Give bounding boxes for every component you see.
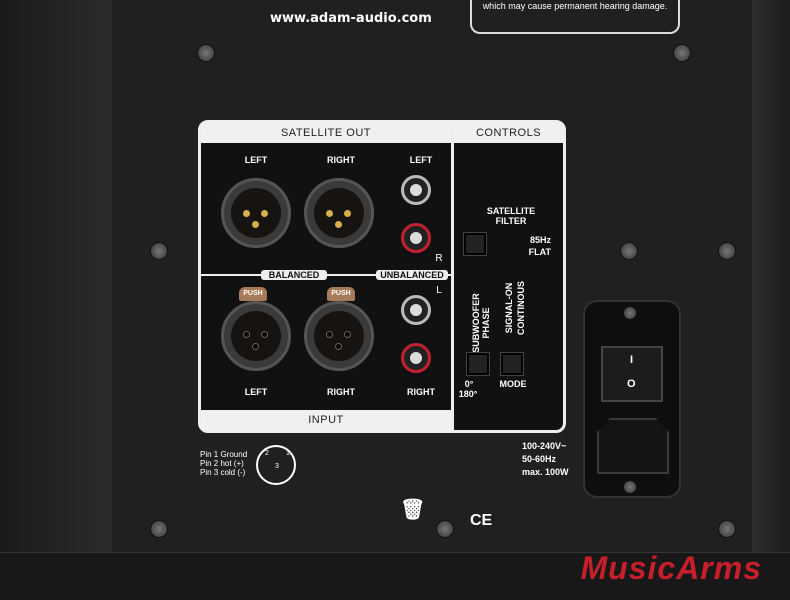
weee-bin-icon: 🗑 [400,499,426,521]
warning-label: which may cause permanent hearing damage… [470,0,680,34]
unbalanced-label: UNBALANCED [376,270,448,280]
iec-power-socket[interactable] [597,418,669,474]
controls-header: CONTROLS [454,123,563,143]
label-right: RIGHT [407,387,435,397]
label-l: L [436,285,442,296]
ce-mark: CE [470,512,493,529]
rca-input-right[interactable] [401,343,431,373]
screw-icon [718,242,736,260]
screw-icon [673,44,691,62]
divider [451,123,454,433]
xlr-male-output-right[interactable] [304,178,374,248]
pin1-text: Pin 1 Ground [200,450,248,459]
pin-number: 2 [265,450,269,457]
filter-flat-label: FLAT [528,247,551,257]
pin2-text: Pin 2 hot (+) [200,459,244,468]
xlr-female-input-right[interactable] [304,301,374,371]
label-left: LEFT [409,155,433,165]
push-release-tab[interactable]: PUSH [327,287,355,301]
rca-output-right[interactable] [401,223,431,253]
label-left: LEFT [244,387,268,397]
phase-0-label: 0° [464,379,474,389]
phase-180-label: 180° [458,389,478,399]
label-right: RIGHT [327,155,355,165]
rca-input-left[interactable] [401,295,431,325]
screw-icon [718,520,736,538]
subwoofer-phase-button[interactable] [467,353,489,375]
satellite-filter-button[interactable] [464,233,486,255]
connector-label-plate: SATELLITE OUT CONTROLS INPUT LEFT RIGHT … [198,120,566,433]
power-rating: 100-240V~ 50-60Hz max. 100W [522,440,569,479]
website-url: www.adam-audio.com [270,11,432,26]
mode-label: MODE [499,379,527,389]
mode-button[interactable] [501,353,523,375]
screw-icon [150,242,168,260]
continous-label: CONTINOUS [516,281,526,335]
musicarms-watermark: MusicArms [580,550,762,586]
power-switch[interactable]: I O [601,346,663,402]
screw-icon [620,242,638,260]
label-left: LEFT [244,155,268,165]
xlr-pinout-diagram: 2 1 3 [256,445,296,485]
max-power-text: max. 100W [522,467,569,477]
voltage-text: 100-240V~ [522,441,567,451]
on-symbol: I [630,354,634,366]
input-header: INPUT [201,410,451,430]
pin-number: 3 [275,463,279,470]
balanced-label: BALANCED [261,270,327,280]
cabinet-edge-right [752,0,790,555]
xlr-male-output-left[interactable] [221,178,291,248]
cabinet-edge-left [0,0,112,555]
power-module: I O [583,300,681,498]
pin3-text: Pin 3 cold (-) [200,468,246,477]
label-right: RIGHT [327,387,355,397]
rca-output-left[interactable] [401,175,431,205]
subwoofer-phase-label: SUBWOOFER PHASE [471,293,491,353]
screw-icon [436,520,454,538]
pinout-legend: Pin 1 Ground Pin 2 hot (+) Pin 3 cold (-… [200,450,247,477]
filter-85hz-label: 85Hz [529,235,551,245]
push-release-tab[interactable]: PUSH [239,287,267,301]
screw-icon [150,520,168,538]
satellite-out-header: SATELLITE OUT [201,123,451,143]
satellite-filter-label: SATELLITE FILTER [486,206,536,226]
pin-number: 1 [286,450,290,457]
cabinet-bottom [0,552,790,600]
warning-text: which may cause permanent hearing damage… [482,1,668,11]
off-symbol: O [627,378,636,390]
label-r: R [435,253,443,264]
xlr-female-input-left[interactable] [221,301,291,371]
screw-icon [623,306,637,320]
screw-icon [623,480,637,494]
signal-on-label: SIGNAL-ON [504,282,514,334]
frequency-text: 50-60Hz [522,454,557,464]
screw-icon [197,44,215,62]
